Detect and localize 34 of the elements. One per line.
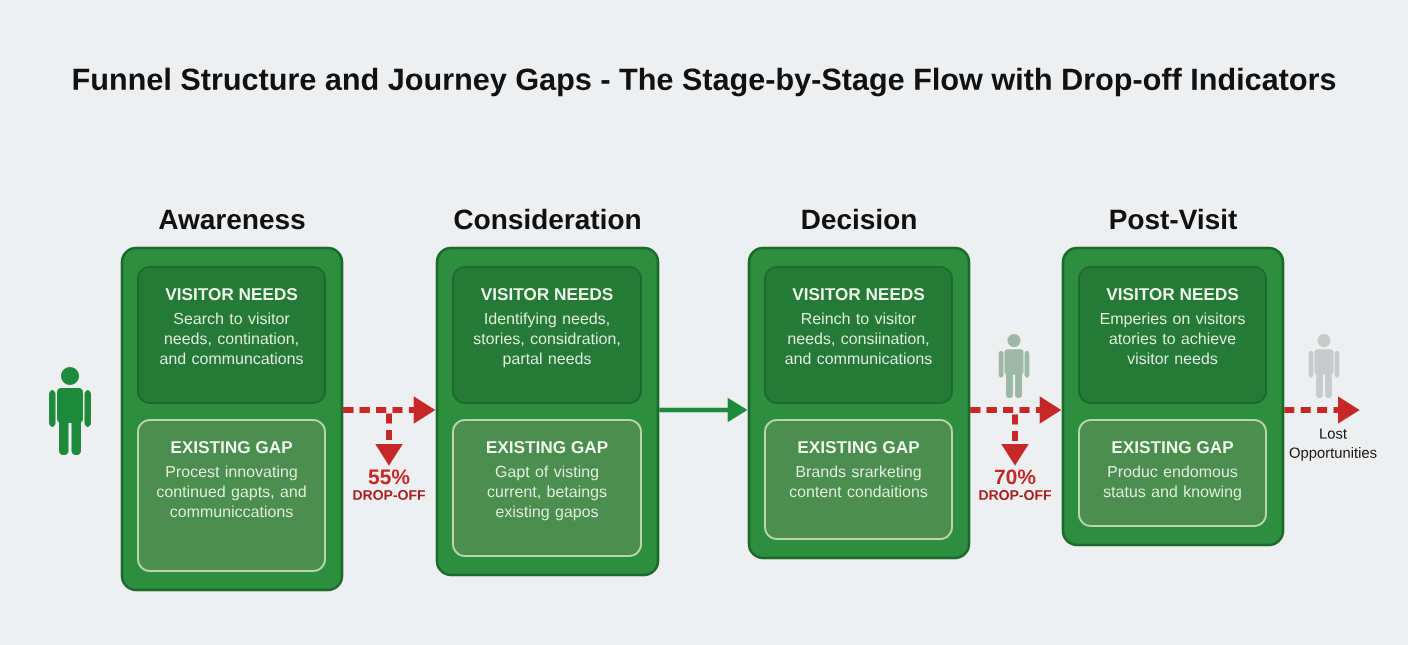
drop-off-label: DROP-OFF xyxy=(353,490,426,500)
panel-text: Emperies on visitors atories to achieve visitor needs xyxy=(1100,312,1245,365)
stage-heading: Awareness xyxy=(159,209,305,230)
stage-heading: Consideration xyxy=(454,208,640,230)
panel-heading: VISITOR NEEDS xyxy=(1106,288,1239,301)
info-panel xyxy=(137,419,326,572)
info-panel xyxy=(137,266,326,404)
drop-off-rate: 55% xyxy=(368,469,410,485)
info-panel xyxy=(452,419,642,557)
panel-text: Search to visitor needs, contination, and communcations xyxy=(160,312,303,365)
panel-heading: EXISTING GAP xyxy=(1112,441,1234,454)
panel-heading: EXISTING GAP xyxy=(487,441,608,454)
panel-text: Reinch to visitor needs, consiination, and communications xyxy=(785,312,932,365)
panel-text: Procest innovating continued gapts, and communiccations xyxy=(157,465,306,518)
info-panel xyxy=(1078,419,1267,527)
panel-heading: EXISTING GAP xyxy=(798,441,920,454)
info-panel xyxy=(764,266,953,404)
info-panel xyxy=(452,266,642,404)
panel-text: Brands srarketing content condaitions xyxy=(789,465,928,498)
panel-text: Gapt of visting current, betaings existing gapos xyxy=(487,465,607,521)
drop-off-label: DROP-OFF xyxy=(979,490,1052,500)
stage-heading: Decision xyxy=(802,208,916,230)
panel-text: Identifying needs, stories, considration, partal needs xyxy=(473,312,620,368)
panel-heading: VISITOR NEEDS xyxy=(165,288,298,301)
stage-heading: Post-Visit xyxy=(1110,208,1237,230)
outcome-label: Lost Opportunities xyxy=(1289,428,1377,461)
title: Funnel Structure and Journey Gaps - The Stage-by-Stage Flow with Drop-off Indicators xyxy=(73,67,1336,97)
panel-text: Produc endomous status and knowing xyxy=(1103,465,1241,501)
panel-heading: VISITOR NEEDS xyxy=(480,288,613,301)
info-panel xyxy=(764,419,953,540)
drop-off-rate: 70% xyxy=(994,469,1036,485)
panel-heading: EXISTING GAP xyxy=(171,441,293,454)
info-panel xyxy=(1078,266,1267,404)
panel-heading: VISITOR NEEDS xyxy=(792,288,925,301)
